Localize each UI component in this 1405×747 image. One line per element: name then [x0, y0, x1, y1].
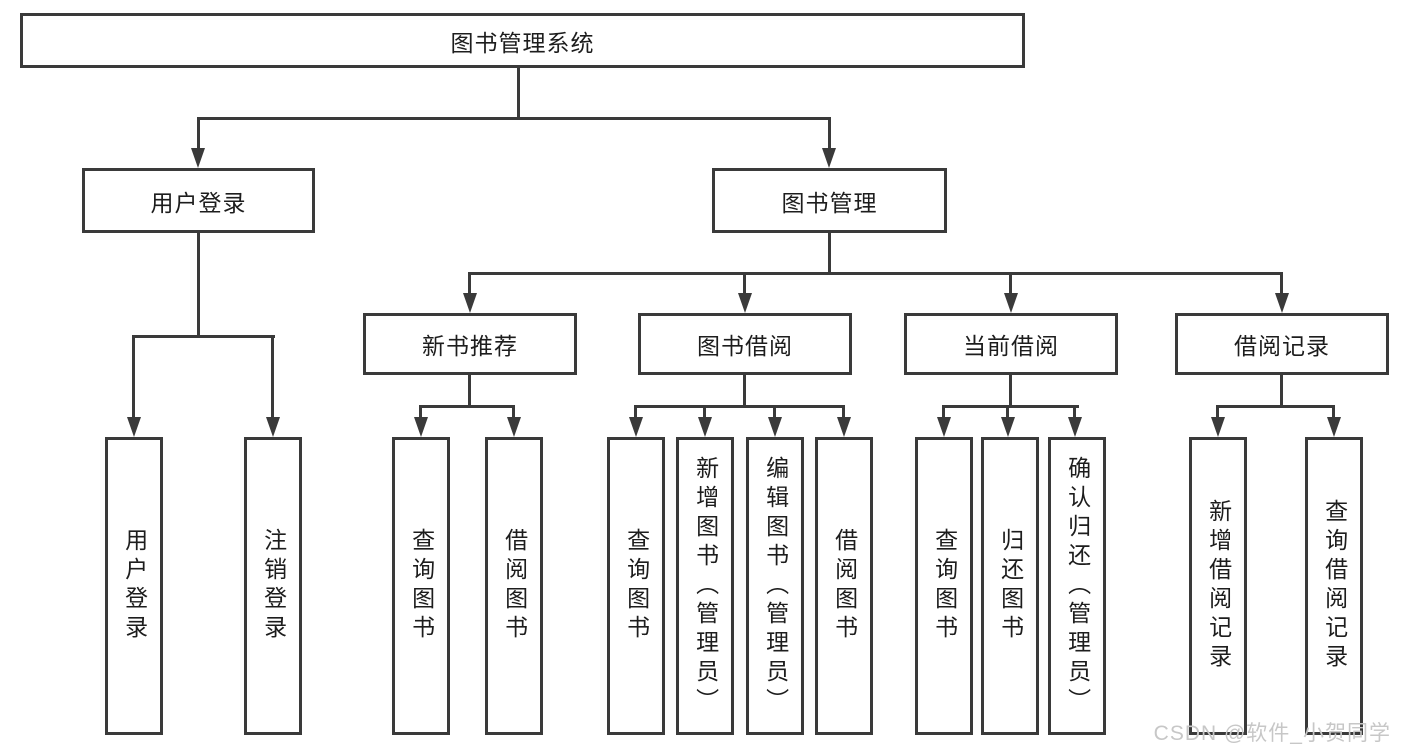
- connector-vline: [773, 405, 776, 420]
- arrowhead-down-icon: [698, 417, 712, 437]
- node-label: 图书借阅: [697, 333, 793, 359]
- node-label: 查询图书: [623, 528, 650, 644]
- node-root-system: 图书管理系统: [20, 13, 1025, 68]
- node-label: 当前借阅: [963, 333, 1059, 359]
- connector-vline: [517, 67, 520, 117]
- node-label: 新增借阅记录: [1205, 499, 1232, 673]
- node-label: 查询图书: [931, 528, 958, 644]
- connector-vline: [1009, 375, 1012, 407]
- arrowhead-down-icon: [507, 417, 521, 437]
- connector-vline: [828, 117, 831, 151]
- leaf-logout: 注销登录: [244, 437, 302, 735]
- arrowhead-down-icon: [463, 293, 477, 313]
- node-label: 图书管理系统: [450, 29, 595, 56]
- arrowhead-down-icon: [768, 417, 782, 437]
- arrowhead-down-icon: [1275, 293, 1289, 313]
- node-label: 新书推荐: [422, 333, 518, 359]
- connector-vline: [419, 405, 422, 420]
- node-label: 归还图书: [997, 528, 1024, 644]
- connector-vline: [743, 272, 746, 296]
- node-current-borrowing: 当前借阅: [904, 313, 1118, 375]
- arrowhead-down-icon: [414, 417, 428, 437]
- connector-hline: [1216, 405, 1335, 408]
- connector-hline: [468, 272, 1283, 275]
- arrowhead-down-icon: [266, 417, 280, 437]
- node-user-login: 用户登录: [82, 168, 315, 233]
- leaf-bb-query-books: 查询图书: [607, 437, 665, 735]
- connector-vline: [271, 335, 274, 420]
- connector-hline: [419, 405, 515, 408]
- leaf-cb-return-books: 归还图书: [981, 437, 1039, 735]
- leaf-br-query-record: 查询借阅记录: [1305, 437, 1363, 735]
- connector-vline: [197, 233, 200, 335]
- leaf-br-add-record: 新增借阅记录: [1189, 437, 1247, 735]
- leaf-nb-query-books: 查询图书: [392, 437, 450, 735]
- node-label: 查询借阅记录: [1321, 499, 1348, 673]
- arrowhead-down-icon: [1001, 417, 1015, 437]
- node-book-management: 图书管理: [712, 168, 947, 233]
- connector-vline: [512, 405, 515, 420]
- arrowhead-down-icon: [837, 417, 851, 437]
- connector-vline: [1280, 272, 1283, 296]
- arrowhead-down-icon: [1004, 293, 1018, 313]
- node-label: 借阅图书: [501, 528, 528, 644]
- connector-vline: [1073, 405, 1076, 420]
- connector-hline: [942, 405, 1079, 408]
- node-label: 借阅记录: [1234, 333, 1330, 359]
- node-label: 确认归还（管理员）: [1064, 455, 1091, 717]
- node-label: 用户登录: [121, 528, 148, 644]
- connector-vline: [1332, 405, 1335, 420]
- arrowhead-down-icon: [738, 293, 752, 313]
- leaf-bb-add-books-admin: 新增图书（管理员）: [676, 437, 734, 735]
- connector-hline: [634, 405, 845, 408]
- connector-vline: [197, 117, 200, 151]
- connector-vline: [828, 233, 831, 275]
- node-label: 新增图书（管理员）: [692, 455, 719, 717]
- arrowhead-down-icon: [127, 417, 141, 437]
- node-label: 用户登录: [150, 189, 247, 216]
- arrowhead-down-icon: [1211, 417, 1225, 437]
- connector-vline: [743, 375, 746, 407]
- connector-vline: [1216, 405, 1219, 420]
- arrowhead-down-icon: [1068, 417, 1082, 437]
- connector-vline: [468, 272, 471, 296]
- arrowhead-down-icon: [191, 148, 205, 168]
- connector-vline: [942, 405, 945, 420]
- node-label: 图书管理: [781, 189, 878, 216]
- arrowhead-down-icon: [937, 417, 951, 437]
- connector-vline: [842, 405, 845, 420]
- connector-vline: [468, 375, 471, 407]
- connector-hline: [197, 117, 831, 120]
- node-borrow-records: 借阅记录: [1175, 313, 1389, 375]
- node-label: 查询图书: [408, 528, 435, 644]
- connector-vline: [1280, 375, 1283, 407]
- node-label: 编辑图书（管理员）: [762, 455, 789, 717]
- node-book-borrowing: 图书借阅: [638, 313, 852, 375]
- csdn-watermark: CSDN @软件_小贺同学: [1153, 722, 1391, 745]
- connector-hline: [132, 335, 275, 338]
- node-label: 注销登录: [260, 528, 287, 644]
- arrowhead-down-icon: [822, 148, 836, 168]
- leaf-bb-edit-books-admin: 编辑图书（管理员）: [746, 437, 804, 735]
- connector-vline: [132, 335, 135, 420]
- leaf-cb-query-books: 查询图书: [915, 437, 973, 735]
- node-label: 借阅图书: [831, 528, 858, 644]
- leaf-bb-borrow-books: 借阅图书: [815, 437, 873, 735]
- connector-vline: [1009, 272, 1012, 296]
- arrowhead-down-icon: [1327, 417, 1341, 437]
- connector-vline: [1006, 405, 1009, 420]
- arrowhead-down-icon: [629, 417, 643, 437]
- connector-vline: [634, 405, 637, 420]
- leaf-user-login: 用户登录: [105, 437, 163, 735]
- connector-vline: [703, 405, 706, 420]
- leaf-nb-borrow-books: 借阅图书: [485, 437, 543, 735]
- node-new-book-recommend: 新书推荐: [363, 313, 577, 375]
- leaf-cb-confirm-return-admin: 确认归还（管理员）: [1048, 437, 1106, 735]
